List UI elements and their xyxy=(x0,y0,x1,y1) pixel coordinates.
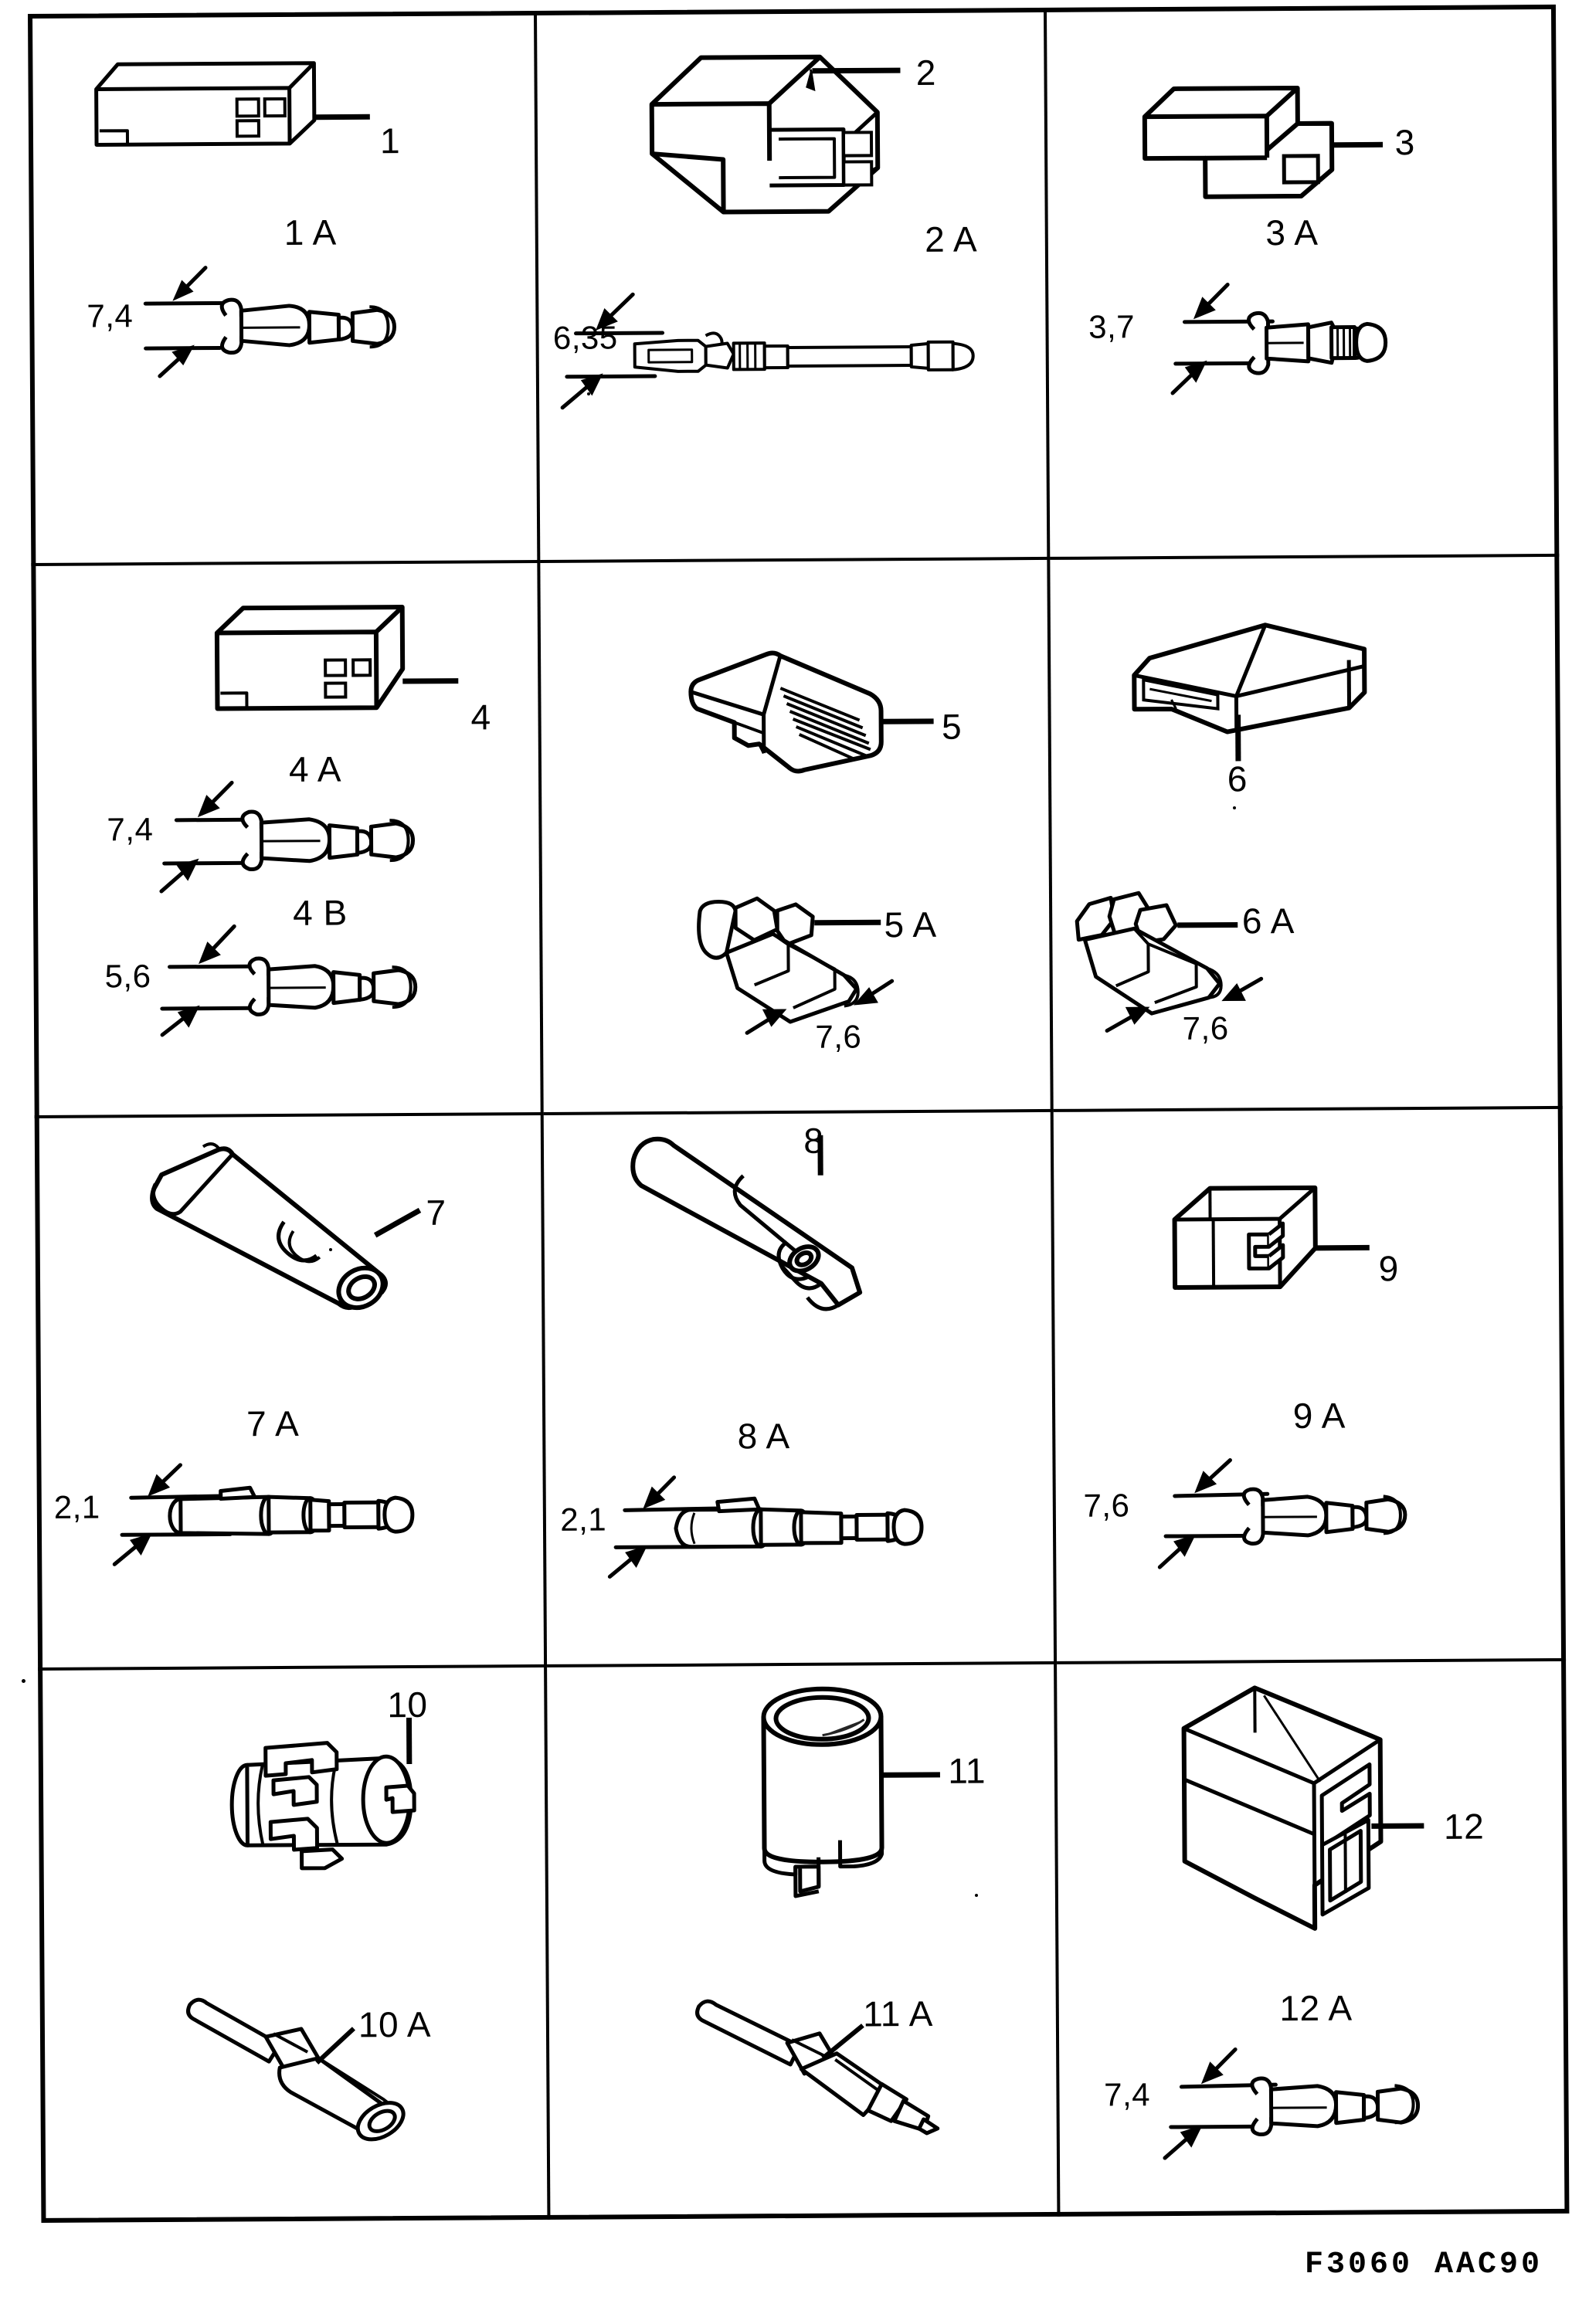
terminal-2a-label: 2 A xyxy=(924,219,978,260)
housing-11-label: 11 xyxy=(948,1750,986,1791)
terminal-5a-label: 5 A xyxy=(884,904,937,945)
housing-11-figure xyxy=(732,1681,941,1914)
scan-speck xyxy=(975,1894,978,1897)
terminal-7a-figure xyxy=(106,1463,493,1566)
terminal-7a-dimension: 2,1 xyxy=(53,1488,100,1525)
terminal-5a-figure xyxy=(697,893,960,1035)
housing-12-label: 12 xyxy=(1443,1806,1485,1847)
grid-cell-8: 8 xyxy=(544,1111,1057,1668)
grid-cell-10: 10 10 A xyxy=(38,1667,551,2223)
scan-speck xyxy=(587,392,590,395)
terminal-6a-figure xyxy=(1068,891,1331,1033)
grid-cell-5: 5 xyxy=(540,559,1054,1115)
grid-cell-2: 2 xyxy=(537,7,1050,563)
terminal-4a-label: 4 A xyxy=(288,748,342,789)
housing-7-figure xyxy=(132,1139,426,1326)
terminal-10a-label: 10 A xyxy=(358,2003,432,2045)
housing-2-figure xyxy=(646,52,909,231)
housing-5-figure xyxy=(688,647,934,788)
housing-9-label: 9 xyxy=(1378,1248,1399,1289)
terminal-1a-label: 1 A xyxy=(284,212,337,253)
grid-cell-12: 12 xyxy=(1057,1661,1570,2217)
housing-3-label: 3 xyxy=(1394,122,1415,163)
terminal-4a-figure xyxy=(159,780,470,894)
terminal-1a-figure xyxy=(143,266,470,378)
grid-cell-7: 7 xyxy=(34,1115,548,1671)
terminal-7a-label: 7 A xyxy=(246,1403,300,1444)
housing-1-label: 1 xyxy=(379,120,401,161)
housing-4-label: 4 xyxy=(470,697,491,738)
grid-cell-6: 6 xyxy=(1049,556,1563,1112)
terminal-5a-dimension: 7,6 xyxy=(815,1018,862,1055)
housing-1-figure xyxy=(82,42,370,183)
terminal-4a-dimension: 7,4 xyxy=(107,811,154,848)
housing-3-figure xyxy=(1138,75,1383,208)
terminal-3a-figure xyxy=(1141,283,1451,395)
terminal-12a-dimension: 7,4 xyxy=(1103,2076,1151,2113)
scan-speck xyxy=(329,1248,332,1251)
grid-cell-1: 1 xyxy=(28,10,541,566)
terminal-9a-figure xyxy=(1139,1458,1464,1569)
housing-6-label: 6 xyxy=(1227,758,1248,799)
housing-7-label: 7 xyxy=(426,1192,446,1233)
grid-cell-9: 9 xyxy=(1053,1108,1567,1664)
terminal-2a-figure xyxy=(560,290,1027,410)
terminal-8a-dimension: 2,1 xyxy=(560,1501,607,1538)
terminal-1a-dimension: 7,4 xyxy=(87,297,134,334)
terminal-4b-figure xyxy=(160,924,471,1037)
terminal-10a-figure xyxy=(186,1993,450,2142)
terminal-2a-dimension: 6,35 xyxy=(552,319,618,356)
housing-5-label: 5 xyxy=(941,706,963,747)
terminal-6a-label: 6 A xyxy=(1241,901,1295,941)
terminal-4b-label: 4 B xyxy=(292,892,348,933)
terminal-11a-label: 11 A xyxy=(863,1993,934,2034)
housing-8-figure xyxy=(627,1124,922,1318)
scan-speck xyxy=(22,1679,25,1683)
grid-cell-3: 3 xyxy=(1046,4,1560,560)
terminal-12a-figure xyxy=(1163,2047,1489,2160)
terminal-8a-figure xyxy=(608,1475,981,1579)
terminal-9a-label: 9 A xyxy=(1292,1395,1346,1437)
housing-6-figure xyxy=(1127,621,1375,762)
grid-cell-4: 4 xyxy=(31,562,545,1118)
housing-10-figure xyxy=(219,1718,475,1883)
terminal-3a-label: 3 A xyxy=(1265,212,1319,253)
sheet-footer-code: F3060 AAC90 xyxy=(1304,2248,1543,2282)
terminal-11a-figure xyxy=(695,1994,959,2136)
grid-cell-11: 11 xyxy=(547,1664,1061,2220)
terminal-12a-label: 12 A xyxy=(1279,1987,1353,2029)
housing-8-label: 8 xyxy=(803,1120,824,1161)
terminal-8a-label: 8 A xyxy=(737,1416,790,1457)
terminal-3a-dimension: 3,7 xyxy=(1088,308,1136,345)
scan-speck xyxy=(1233,806,1236,809)
housing-10-label: 10 xyxy=(387,1684,428,1725)
terminal-4b-dimension: 5,6 xyxy=(104,958,151,995)
terminal-6a-dimension: 7,6 xyxy=(1182,1009,1229,1047)
housing-4-figure xyxy=(209,595,459,735)
housing-9-figure xyxy=(1170,1176,1402,1317)
parts-grid: 1 xyxy=(28,4,1570,2223)
terminal-9a-dimension: 7,6 xyxy=(1083,1487,1130,1524)
housing-12-figure xyxy=(1177,1682,1424,1939)
housing-2-label: 2 xyxy=(915,52,937,93)
